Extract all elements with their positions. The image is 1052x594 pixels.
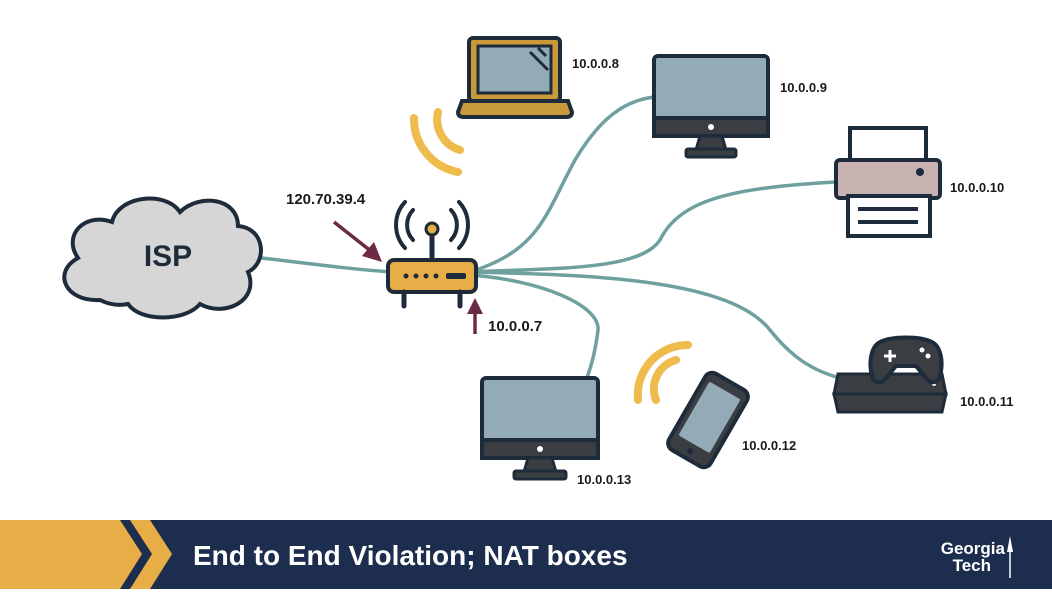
laptop-icon [455,36,575,119]
router-icon [386,200,478,309]
monitor-bottom-icon [480,376,600,481]
public-ip-label: 120.70.39.4 [286,191,366,208]
monitor-bottom-ip: 10.0.0.13 [577,472,631,487]
logo-line-1: Georgia [940,539,1005,558]
public-ip-arrow [332,220,382,262]
phone-wifi-icon [633,340,692,404]
georgia-tech-logo: Georgia Tech [925,540,1005,574]
console-ip: 10.0.0.11 [960,394,1014,409]
logo-line-2: Tech [952,556,991,575]
game-console-icon [832,335,948,414]
link-monitor-bottom [468,273,600,382]
laptop-wifi-icon [409,108,464,176]
link-printer [468,180,837,274]
link-monitor-top [468,95,657,274]
laptop-ip: 10.0.0.8 [572,56,619,71]
private-ip-label: 10.0.0.7 [488,318,542,335]
isp-label: ISP [144,240,192,273]
monitor-top-ip: 10.0.0.9 [780,80,827,95]
monitor-top-icon [652,54,770,159]
phone-icon [666,370,750,470]
printer-icon [834,126,942,238]
link-isp-router [260,256,394,274]
printer-ip: 10.0.0.10 [950,180,1004,195]
connections [260,95,842,382]
phone-ip: 10.0.0.12 [742,438,796,453]
isp-cloud: ISP [62,196,263,320]
private-ip-arrow [467,298,483,334]
slide-title: End to End Violation; NAT boxes [193,540,628,571]
footer-banner [0,520,1052,589]
link-console [468,270,842,380]
